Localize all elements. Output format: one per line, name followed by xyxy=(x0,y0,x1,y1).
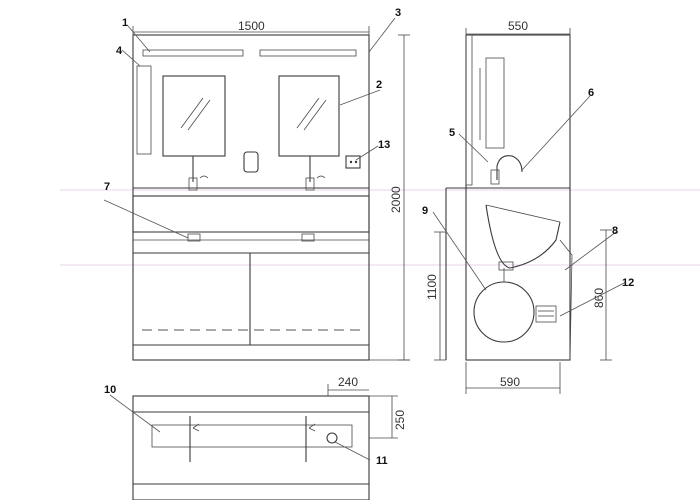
dim-text-total-height: 2000 xyxy=(389,186,403,213)
dim-text-counter-height: 1100 xyxy=(425,274,439,300)
dim-text-side-height: 860 xyxy=(592,288,606,308)
basin-rim xyxy=(485,204,561,223)
mirror-right xyxy=(278,75,340,157)
side-faucet xyxy=(496,155,523,180)
front-view xyxy=(132,34,370,361)
soap-dispenser xyxy=(243,151,259,173)
callout-11: 11 xyxy=(376,455,388,467)
dim-550: 550 xyxy=(465,19,571,40)
dim-text-base-depth: 590 xyxy=(500,375,520,389)
faucet-right-body xyxy=(305,177,315,191)
side-view xyxy=(445,34,573,361)
socket xyxy=(345,155,361,169)
callout-4: 4 xyxy=(116,45,123,57)
light-bar-right xyxy=(259,49,357,57)
mirror-glare xyxy=(303,99,327,131)
mirror-glare xyxy=(180,97,204,129)
basin-front xyxy=(132,195,370,233)
dim-240: 240 xyxy=(327,375,369,396)
dim-text-plan-depth: 250 xyxy=(393,410,407,430)
side-faucet-base xyxy=(490,169,500,185)
plan-view xyxy=(132,395,370,500)
mirror-glare xyxy=(296,97,320,129)
mirror-side xyxy=(485,57,505,149)
callout-10: 10 xyxy=(104,384,116,396)
faucet-left-body xyxy=(188,177,198,191)
basin-curve xyxy=(485,204,561,269)
paper-dispenser xyxy=(136,65,152,155)
front-outline xyxy=(132,34,370,361)
callout-13: 13 xyxy=(378,139,390,151)
plan-basin xyxy=(151,424,353,448)
vent xyxy=(535,305,557,323)
plan-outline xyxy=(132,395,370,500)
callout-6: 6 xyxy=(588,87,594,99)
callout-1: 1 xyxy=(122,17,128,29)
side-outline xyxy=(465,34,571,361)
dim-text-front-width: 1500 xyxy=(238,19,265,33)
sensor-right xyxy=(301,233,315,242)
callout-8: 8 xyxy=(612,225,618,237)
dim-590: 590 xyxy=(465,362,561,394)
faucet-right-handle xyxy=(316,175,326,179)
plan-faucet-right-handle xyxy=(308,423,316,432)
callout-7: 7 xyxy=(104,181,110,193)
water-tank xyxy=(473,281,535,343)
dim-250: 250 xyxy=(369,395,407,439)
callout-12: 12 xyxy=(622,277,634,289)
dim-2000: 2000 xyxy=(369,34,410,361)
dim-1100: 1100 xyxy=(425,231,446,361)
dim-text-plan-offset: 240 xyxy=(338,375,358,389)
callout-3: 3 xyxy=(395,7,401,19)
dim-860: 860 xyxy=(592,229,612,361)
drain xyxy=(498,261,514,271)
callout-5: 5 xyxy=(449,127,455,139)
plan-drain xyxy=(326,432,338,444)
callout-2: 2 xyxy=(376,79,382,91)
back-panel xyxy=(465,34,473,186)
sensor-left xyxy=(187,233,201,242)
light-bar-left xyxy=(142,49,244,57)
socket-hole xyxy=(349,160,353,164)
faucet-left-handle xyxy=(199,175,209,179)
callout-9: 9 xyxy=(422,205,428,217)
mirror-left xyxy=(162,75,226,157)
callout-leaders xyxy=(103,17,627,461)
side-cabinet-edge xyxy=(559,239,573,361)
plan-faucet-left-handle xyxy=(192,423,200,432)
mirror-glare xyxy=(187,99,211,131)
dim-text-side-depth: 550 xyxy=(508,19,528,33)
socket-hole xyxy=(354,160,358,164)
